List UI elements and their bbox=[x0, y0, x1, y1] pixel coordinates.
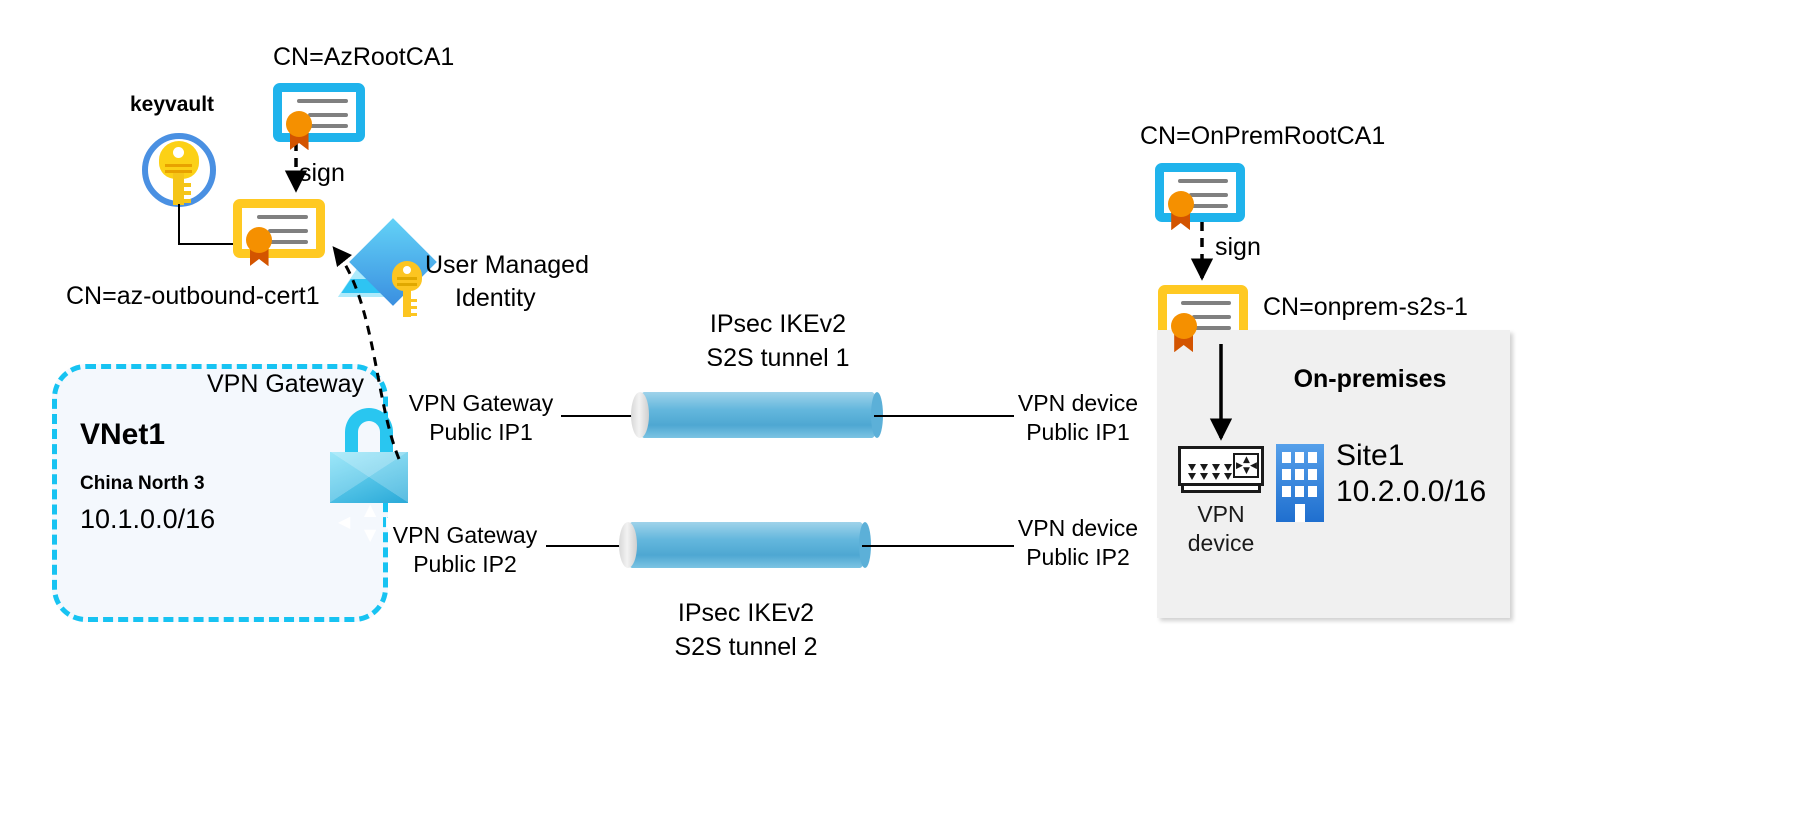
key-in-circle-icon bbox=[142, 133, 216, 207]
tunnel-cylinder-icon bbox=[631, 392, 883, 438]
az-endpoint-2-line2: Public IP2 bbox=[413, 551, 517, 577]
certificate-icon bbox=[273, 83, 365, 151]
keyvault-label: keyvault bbox=[130, 93, 215, 116]
tunnel-2-right-connector bbox=[862, 545, 1014, 547]
onprem-device-label-line2: device bbox=[1187, 530, 1255, 556]
vnet-address-space: 10.1.0.0/16 bbox=[80, 504, 216, 534]
op-sign-label: sign bbox=[1215, 233, 1261, 261]
op-endpoint-2-line1: VPN device bbox=[1017, 515, 1139, 541]
vpn-gateway-label: VPN Gateway bbox=[207, 370, 365, 398]
vpn-gateway-lock-icon: ▲ ▼ ◀ ▶ bbox=[330, 408, 408, 543]
vnet-name: VNet1 bbox=[80, 418, 166, 451]
az-endpoint-2-line1: VPN Gateway bbox=[392, 522, 538, 548]
az-leaf-cert-label: CN=az-outbound-cert1 bbox=[66, 282, 320, 310]
tunnel-1-left-connector bbox=[561, 415, 644, 417]
certificate-icon bbox=[1155, 163, 1245, 231]
managed-identity-label-line1: User Managed bbox=[425, 251, 589, 279]
op-endpoint-1-line2: Public IP1 bbox=[1026, 419, 1130, 445]
managed-identity-label-line2: Identity bbox=[455, 284, 536, 312]
router-icon: ▲ ▼ ▶ ◀ bbox=[1178, 446, 1264, 496]
tunnel-1-right-connector bbox=[874, 415, 1014, 417]
az-endpoint-1-line1: VPN Gateway bbox=[408, 390, 554, 416]
vnet-region: China North 3 bbox=[80, 473, 205, 494]
tunnel-1-title-line1: IPsec IKEv2 bbox=[709, 310, 847, 338]
tunnel-2-title-line2: S2S tunnel 2 bbox=[674, 633, 818, 661]
site-address-space: 10.2.0.0/16 bbox=[1336, 475, 1487, 508]
tunnel-2-title-line1: IPsec IKEv2 bbox=[677, 599, 815, 627]
az-endpoint-1-line2: Public IP1 bbox=[429, 419, 533, 445]
op-endpoint-1-line1: VPN device bbox=[1017, 390, 1139, 416]
keyvault-connector-horizontal bbox=[178, 243, 233, 245]
keyvault-connector-vertical bbox=[178, 204, 180, 244]
az-root-cert-label: CN=AzRootCA1 bbox=[273, 43, 455, 71]
tunnel-2-left-connector bbox=[546, 545, 630, 547]
az-sign-label: sign bbox=[299, 159, 345, 187]
tunnel-1-title-line2: S2S tunnel 1 bbox=[706, 344, 850, 372]
onpremises-title: On-premises bbox=[1293, 365, 1447, 393]
site-name: Site1 bbox=[1336, 439, 1405, 472]
certificate-icon bbox=[233, 199, 325, 267]
op-leaf-cert-label: CN=onprem-s2s-1 bbox=[1263, 293, 1468, 321]
op-root-cert-label: CN=OnPremRootCA1 bbox=[1140, 122, 1386, 150]
tunnel-cylinder-icon bbox=[619, 522, 871, 568]
op-endpoint-2-line2: Public IP2 bbox=[1026, 544, 1130, 570]
onprem-device-label-line1: VPN bbox=[1197, 501, 1245, 527]
building-icon bbox=[1276, 444, 1324, 522]
